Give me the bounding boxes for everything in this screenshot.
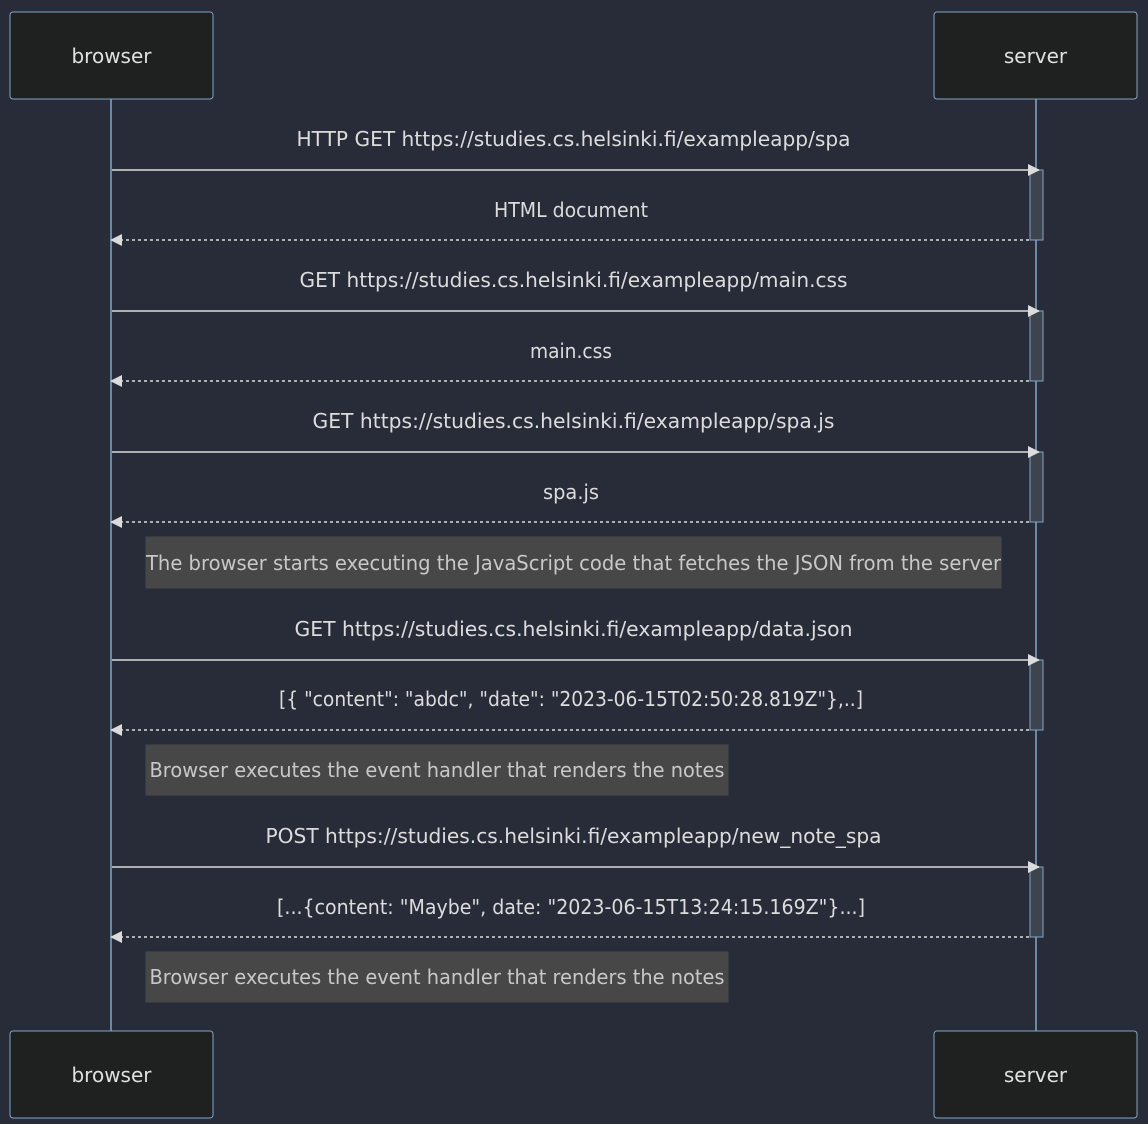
message-label: HTTP GET https://studies.cs.helsinki.fi/… — [297, 127, 851, 151]
actor-browser-bottom: browser — [9, 1030, 214, 1119]
note-text: Browser executes the event handler that … — [150, 758, 725, 782]
message-label: main.css — [530, 339, 612, 363]
actor-server-bottom: server — [933, 1030, 1138, 1119]
server-activation — [1029, 310, 1044, 382]
message-label: [...{content: "Maybe", date: "2023-06-15… — [277, 895, 865, 919]
note: Browser executes the event handler that … — [145, 744, 729, 796]
note: The browser starts executing the JavaScr… — [145, 536, 1002, 589]
actor-browser-top: browser — [9, 11, 214, 100]
message-label: POST https://studies.cs.helsinki.fi/exam… — [266, 824, 882, 848]
actor-label: browser — [71, 44, 152, 68]
message-label: HTML document — [494, 198, 648, 222]
note-text: The browser starts executing the JavaScr… — [145, 551, 1002, 575]
message-label: spa.js — [543, 480, 599, 504]
server-activation — [1029, 169, 1044, 241]
actor-label: browser — [71, 1063, 152, 1087]
actor-label: server — [1004, 44, 1068, 68]
actor-server-top: server — [933, 11, 1138, 100]
note: Browser executes the event handler that … — [145, 951, 729, 1003]
message-label: GET https://studies.cs.helsinki.fi/examp… — [313, 409, 835, 433]
server-activation — [1029, 451, 1044, 523]
actor-label: server — [1004, 1063, 1068, 1087]
message-label: [{ "content": "abdc", "date": "2023-06-1… — [279, 687, 863, 711]
server-activation — [1029, 866, 1044, 938]
server-activation — [1029, 659, 1044, 731]
message-label: GET https://studies.cs.helsinki.fi/examp… — [300, 268, 848, 292]
note-text: Browser executes the event handler that … — [150, 965, 725, 989]
message-label: GET https://studies.cs.helsinki.fi/examp… — [295, 617, 853, 641]
